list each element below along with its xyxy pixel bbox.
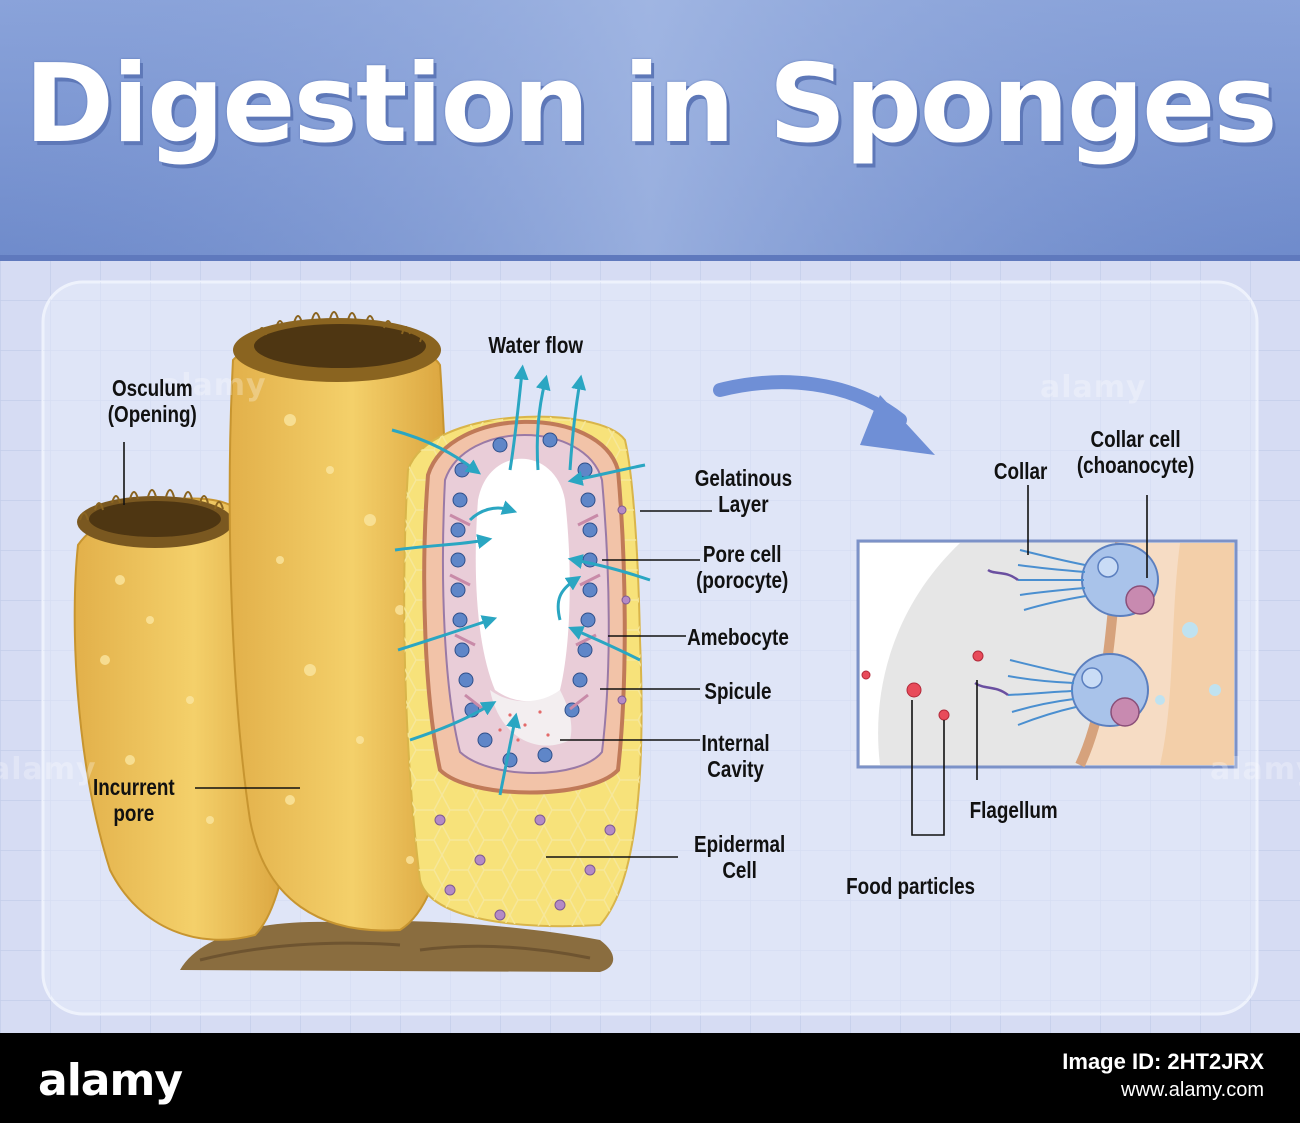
label-food-particles: Food particles [846, 873, 976, 899]
watermark: alamy [1210, 752, 1300, 787]
watermark: alamy [160, 368, 267, 403]
label-water-flow: Water flow [488, 332, 584, 358]
label-collar-cell: Collar cell(choanocyte) [1076, 426, 1195, 478]
image-id: Image ID: 2HT2JRX [1062, 1049, 1264, 1074]
footer-bar: alamy Image ID: 2HT2JRX www.alamy.com [0, 1033, 1300, 1123]
label-flagellum: Flagellum [969, 797, 1058, 823]
watermark: alamy [1040, 370, 1147, 405]
label-amebocyte: Amebocyte [687, 624, 789, 650]
watermark: alamy [0, 752, 97, 787]
site-url: www.alamy.com [1121, 1079, 1264, 1101]
label-spicule: Spicule [704, 678, 772, 704]
label-pore-cell: Pore cell(porocyte) [696, 541, 789, 593]
footer-logo: alamy [38, 1055, 183, 1106]
page-title: Digestion in Sponges [24, 42, 1277, 167]
label-osculum: Osculum(Opening) [107, 375, 197, 427]
footer-meta: Image ID: 2HT2JRX www.alamy.com [1062, 1049, 1264, 1102]
label-collar: Collar [993, 458, 1048, 484]
